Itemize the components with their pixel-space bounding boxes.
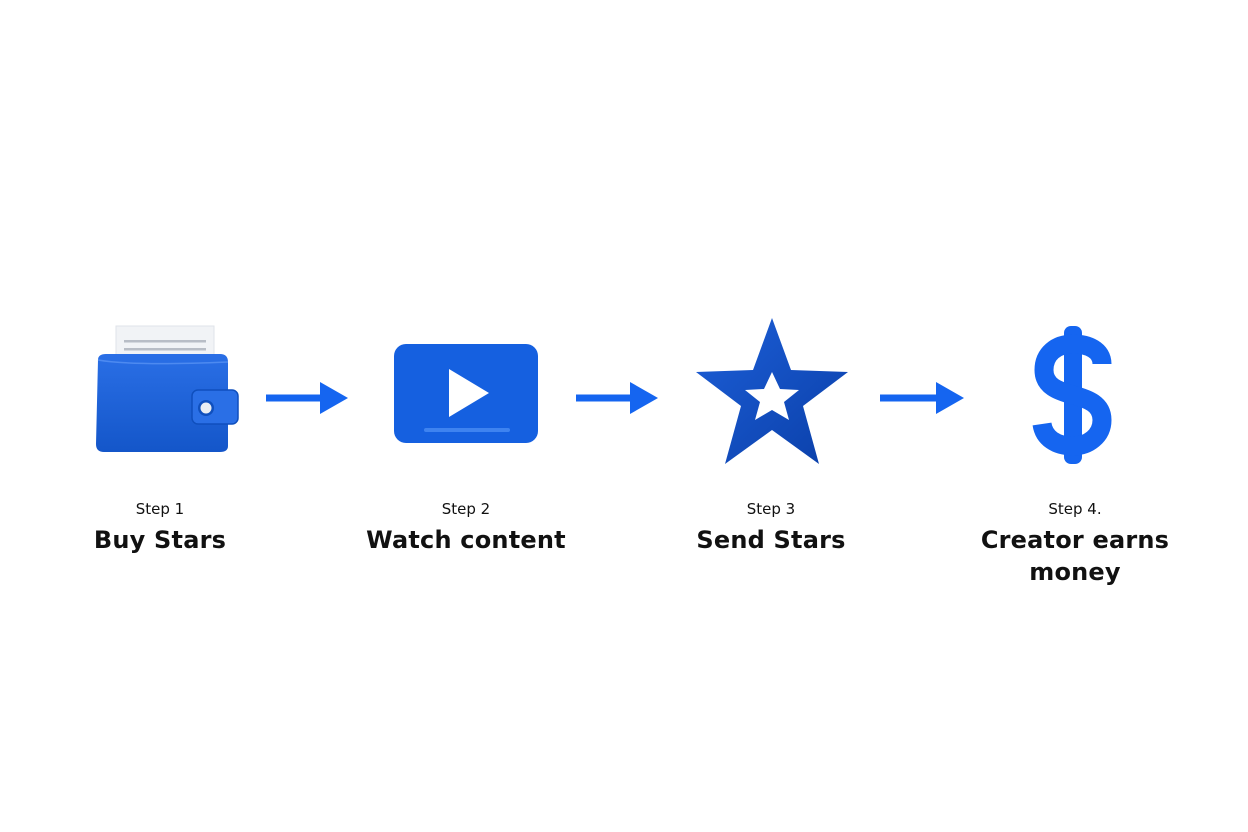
arrow-right-icon (576, 382, 658, 414)
step-title: Watch content (366, 526, 566, 554)
arrow-right-icon (266, 382, 348, 414)
step-number: Step 1 (135, 500, 185, 518)
play-video-icon (394, 344, 538, 443)
arrow-right-icon (880, 382, 964, 414)
step-number: Step 4. (1048, 500, 1102, 518)
step-title: Buy Stars (93, 526, 227, 554)
dollar-sign-icon (1032, 326, 1112, 464)
wallet-icon (96, 325, 239, 452)
step-4-label: Step 4. Creator earns money (955, 500, 1195, 588)
step-number: Step 2 (441, 500, 491, 518)
star-icon (696, 318, 848, 464)
step-1-label: Step 1 Buy Stars (40, 500, 280, 556)
step-3-label: Step 3 Send Stars (651, 500, 891, 556)
step-number: Step 3 (746, 500, 796, 518)
step-title: Creator earns money (980, 526, 1170, 586)
step-title: Send Stars (696, 526, 846, 554)
step-2-label: Step 2 Watch content (346, 500, 586, 556)
